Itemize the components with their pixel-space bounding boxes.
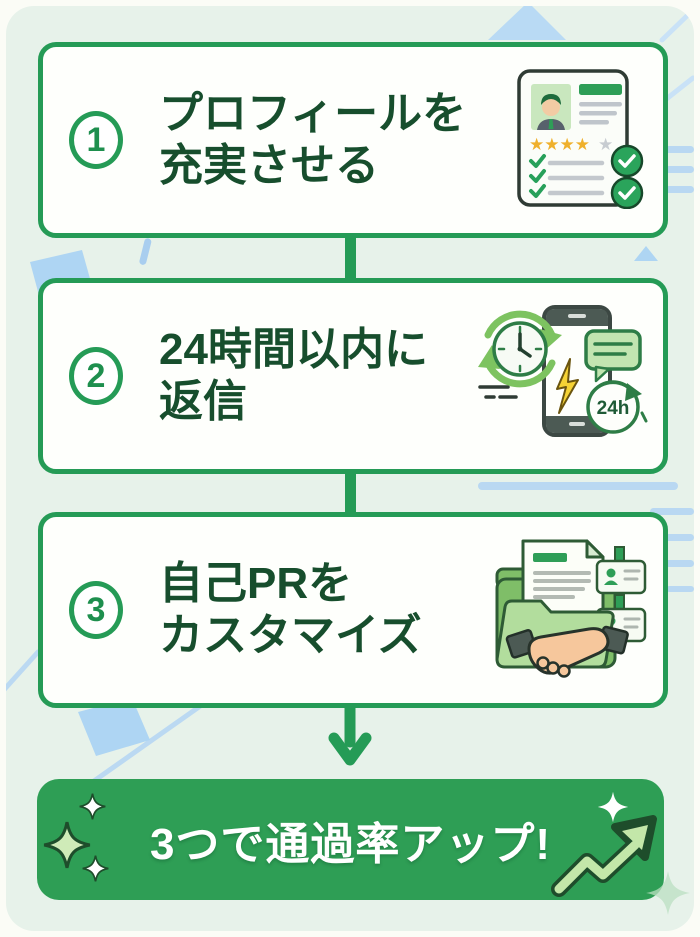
check-badges [610,144,644,209]
step-card-2: 2 24時間以内に 返信 [38,278,668,474]
badge-24h: 24h [586,380,648,434]
step-number-badge: 1 [69,111,123,169]
step-title-line2: カスタマイズ [159,611,422,660]
step-title-line1: 自己PRを [159,559,353,609]
sparkle-icon [82,855,109,882]
step-title-line2: 充実させる [159,141,379,190]
checklist-checks [529,153,546,198]
lightning-icon [556,358,579,414]
step-title-line1: 24時間以内に [159,325,428,375]
step-number-badge: 3 [69,581,123,639]
step-title: プロフィールを 充実させる [159,88,514,192]
badge-24h-label: 24h [597,398,630,419]
folder-handshake-icon [495,539,647,678]
step-card-3: 3 自己PRを カスタマイズ [38,512,668,708]
profile-card-icon: ★★★★ ★ [517,68,644,209]
clock-icon [492,321,548,377]
step-card-1: 1 プロフィールを 充実させる ★★★★ ★ [38,42,668,238]
step-number: 1 [86,120,106,159]
sparkle-icon [43,821,91,869]
sparkle-icon [646,871,690,915]
step-number: 3 [86,590,106,629]
result-banner-label: 3つで通過率アップ! [149,819,552,869]
step-number: 2 [86,356,106,395]
star-rating-gray: ★ [598,135,613,154]
step-title: 自己PRを カスタマイズ [159,558,487,662]
chat-bubble-icon [584,329,642,383]
sparkle-icon [597,791,629,823]
down-arrow-icon [328,700,372,766]
sparkle-icon [79,793,106,820]
handshake-icon [505,625,629,678]
trend-up-arrow-icon [551,815,657,897]
flow-connector [345,470,356,516]
speed-lines [478,385,518,399]
step-number-badge: 2 [69,347,123,405]
step-title-line1: プロフィールを [159,89,467,139]
flow-connector [345,234,356,282]
step-title-line2: 返信 [159,377,247,426]
result-banner: 3つで通過率アップ! [37,779,664,900]
star-rating-gold: ★★★★ [529,135,590,154]
avatar [542,97,560,116]
reply-24h-icon: 24h [478,305,648,437]
step-title: 24時間以内に 返信 [159,324,474,428]
